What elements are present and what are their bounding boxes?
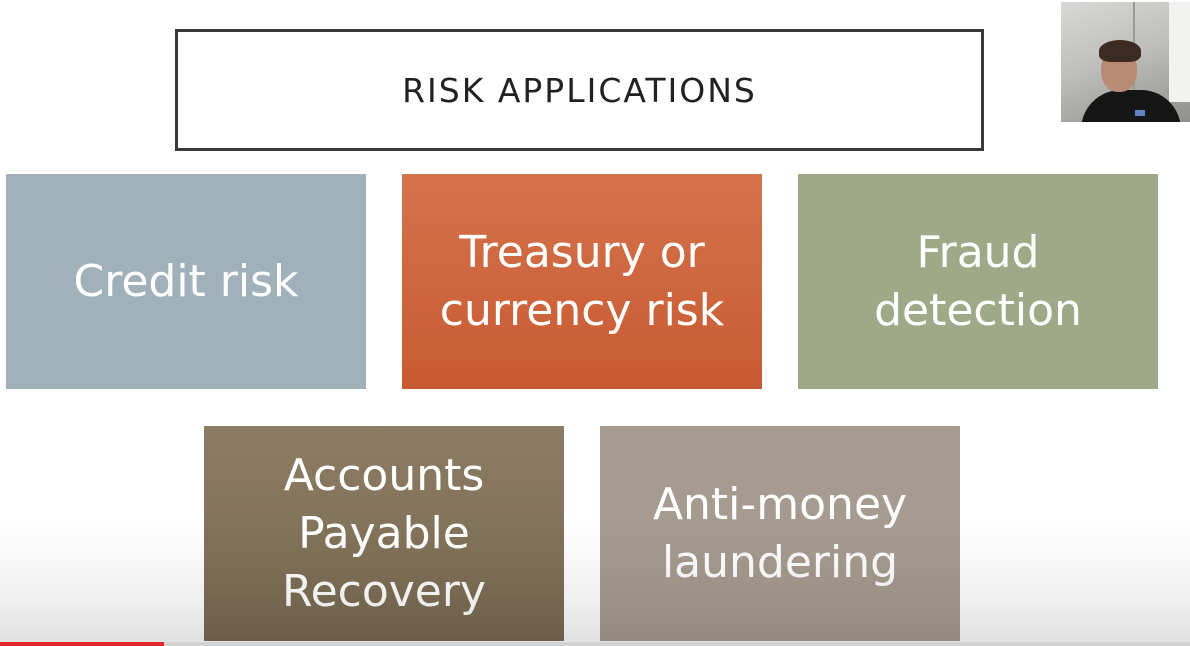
tile-label: Fraud detection bbox=[874, 226, 1082, 336]
tile-label: Accounts Payable Recovery bbox=[281, 449, 486, 617]
tile-label: Treasury or currency risk bbox=[439, 226, 725, 336]
video-progress-played bbox=[0, 642, 165, 646]
presenter-hair bbox=[1099, 40, 1141, 62]
tile-anti-money-laundering: Anti-money laundering bbox=[600, 426, 960, 641]
tile-label: Anti-money laundering bbox=[652, 478, 908, 588]
slide-title: RISK APPLICATIONS bbox=[402, 70, 757, 110]
webcam-window bbox=[1169, 2, 1190, 102]
webcam-overlay bbox=[1061, 2, 1190, 122]
tile-credit-risk: Credit risk bbox=[6, 174, 366, 389]
video-progress-bar[interactable] bbox=[0, 642, 1190, 646]
tile-accounts-payable-recovery: Accounts Payable Recovery bbox=[204, 426, 564, 641]
tile-treasury-currency-risk: Treasury or currency risk bbox=[402, 174, 762, 389]
slide-title-box: RISK APPLICATIONS bbox=[175, 29, 984, 151]
tile-fraud-detection: Fraud detection bbox=[798, 174, 1158, 389]
presenter-body bbox=[1081, 90, 1181, 122]
presenter-badge bbox=[1135, 110, 1145, 116]
tile-label: Credit risk bbox=[73, 255, 299, 307]
